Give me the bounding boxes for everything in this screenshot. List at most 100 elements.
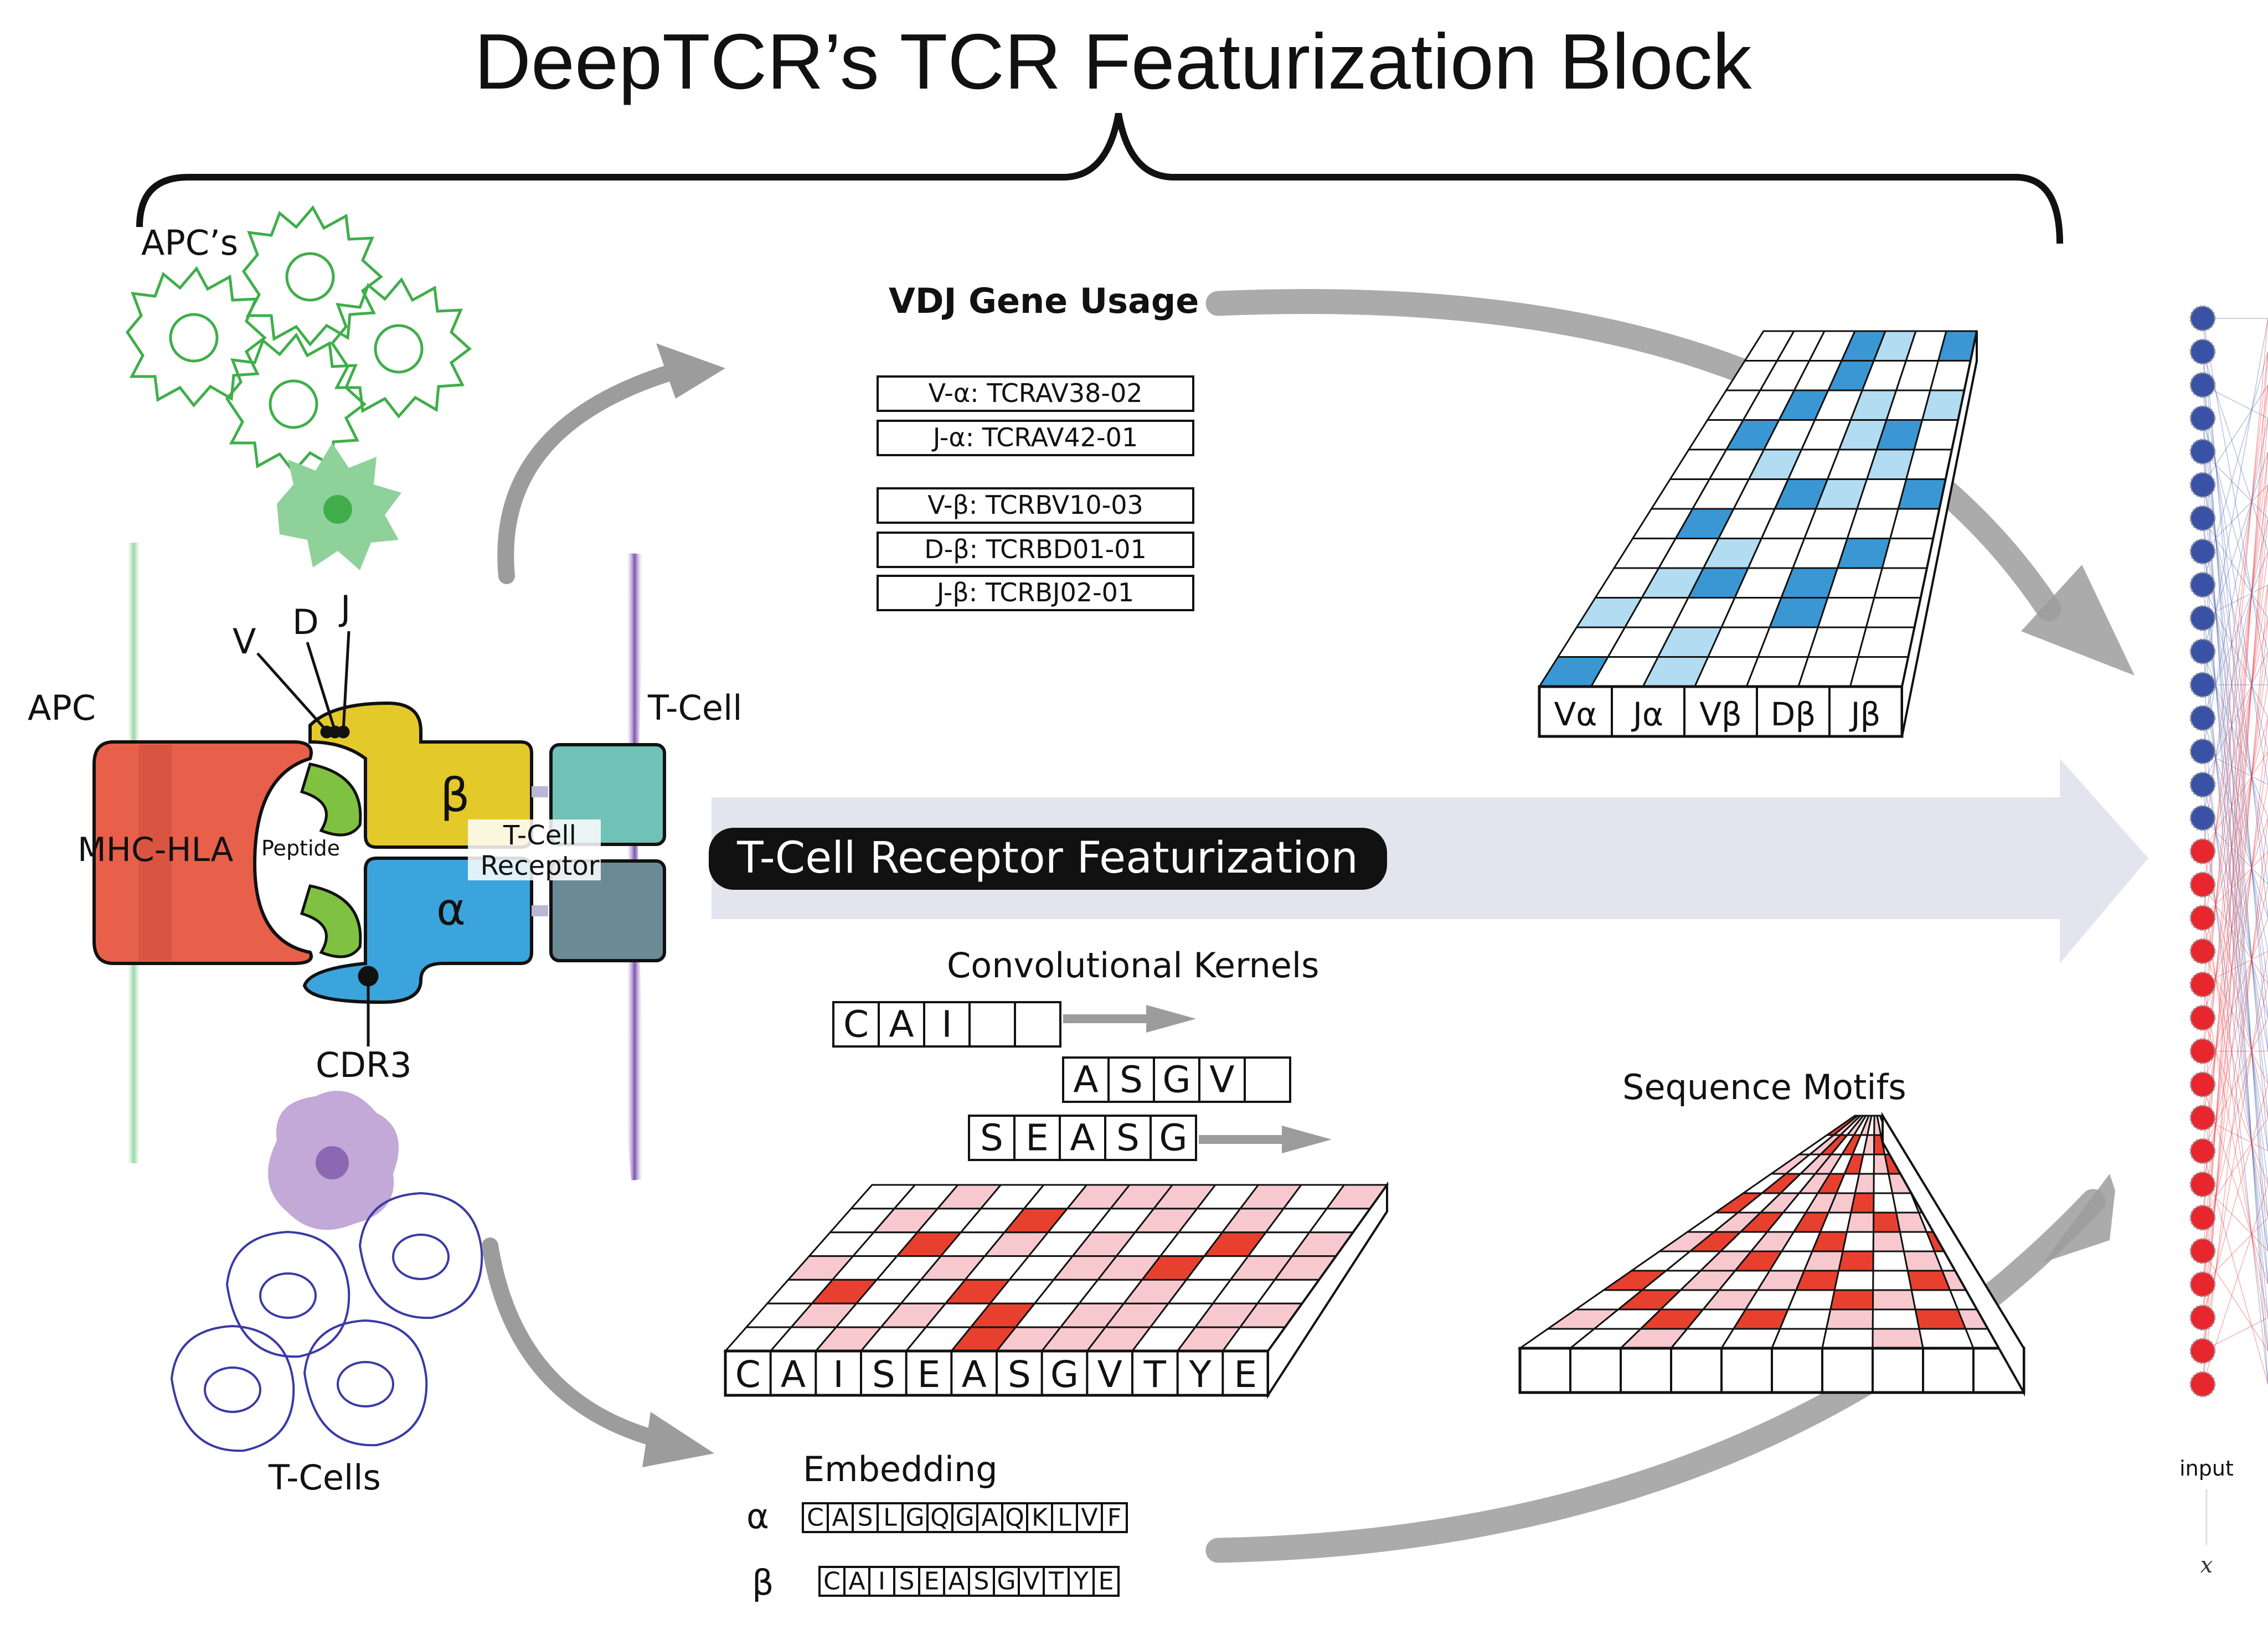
network-node xyxy=(2189,472,2216,498)
network-edge xyxy=(2202,451,2268,1385)
gene-text: J-β: TCRBJ02-01 xyxy=(935,577,1134,607)
sequence-cell xyxy=(832,1001,880,1048)
network-edge xyxy=(2202,1184,2268,1251)
network-edge xyxy=(2202,850,2268,919)
grid-cell xyxy=(1797,656,1859,688)
network-node xyxy=(2189,405,2216,431)
network-edge xyxy=(2202,384,2268,486)
grid-cell xyxy=(1817,597,1875,628)
sequence-cell xyxy=(852,1502,879,1533)
vdj-column-label: Jβ xyxy=(1849,695,1880,733)
conv-sequence-letter: Y xyxy=(1188,1353,1212,1396)
banner-pill xyxy=(709,828,1387,890)
apc-label: APC xyxy=(28,688,96,728)
gene-box xyxy=(877,487,1194,524)
sequence-letter: A xyxy=(1073,1058,1098,1101)
tcr-alpha-chain xyxy=(302,857,533,1004)
tcr-label-bg xyxy=(468,819,601,880)
sequence-cell xyxy=(1062,1056,1110,1103)
network-node xyxy=(2189,571,2216,598)
network-node xyxy=(2189,872,2216,898)
grid-cell xyxy=(1872,1270,1913,1291)
sequence-cell xyxy=(1244,1056,1291,1103)
vdj-title: VDJ Gene Usage xyxy=(889,281,1199,321)
grid-cell xyxy=(1872,1328,1924,1349)
tcell-label: T-Cell xyxy=(647,688,742,728)
sequence-letter: C xyxy=(843,1003,869,1045)
network-edge xyxy=(2202,551,2268,1085)
sequence-letter: G xyxy=(905,1504,924,1532)
vdj-column-label: Dβ xyxy=(1771,695,1816,733)
network-edge xyxy=(2202,651,2268,1185)
sequence-letter: L xyxy=(1058,1504,1071,1532)
diagram-title: DeepTCR’s TCR Featurization Block xyxy=(474,18,1752,106)
vdj-pointers xyxy=(256,631,379,1046)
conv-sequence-letter: I xyxy=(833,1353,843,1396)
sequence-cell xyxy=(1013,1115,1061,1161)
network-edge xyxy=(2202,618,2268,952)
network-edge xyxy=(2202,518,2268,818)
gene-text: J-α: TCRAV42-01 xyxy=(931,422,1138,452)
network-node xyxy=(2189,338,2216,365)
network-node xyxy=(2189,1171,2216,1198)
sequence-cell xyxy=(968,1001,1016,1048)
network-edge xyxy=(2202,352,2268,1285)
conv-sequence-letter: V xyxy=(1097,1353,1122,1396)
grid-cell xyxy=(1849,656,1910,688)
network-edge xyxy=(2202,785,2268,1118)
network-node xyxy=(2189,1237,2216,1264)
network-node xyxy=(2189,505,2216,532)
sequence-letter: G xyxy=(955,1504,974,1532)
network-edge xyxy=(2202,984,2268,1251)
sequence-cell xyxy=(1001,1502,1028,1533)
title-brace xyxy=(136,112,2063,244)
grid-cell xyxy=(1846,1211,1875,1233)
sequence-letter: G xyxy=(1162,1058,1190,1101)
mhc-hla xyxy=(92,740,313,965)
sequence-letter: A xyxy=(832,1504,848,1532)
network-node xyxy=(2189,538,2216,565)
network-edge xyxy=(2202,951,2268,1085)
network-edge xyxy=(2202,518,2268,985)
network-node xyxy=(2189,1138,2216,1164)
apc-cell-3 xyxy=(332,280,470,416)
sequence-cell xyxy=(843,1566,870,1597)
network-edge xyxy=(2202,385,2268,852)
grid-cell xyxy=(1825,1308,1874,1330)
network-node xyxy=(2189,938,2216,965)
network-edge xyxy=(2202,1117,2268,1218)
gene-text: V-β: TCRBV10-03 xyxy=(927,490,1143,520)
grid-cell xyxy=(1865,597,1922,628)
input-label: input xyxy=(2179,1456,2234,1481)
arrow-vdj-to-net xyxy=(1205,288,2061,622)
j-label: J xyxy=(338,588,350,628)
sequence-cell xyxy=(901,1502,929,1533)
sequence-letter: S xyxy=(858,1504,873,1532)
motif-title: Sequence Motifs xyxy=(1622,1067,1906,1107)
alpha-label: α xyxy=(436,884,466,935)
grid-cell xyxy=(1872,1231,1905,1252)
sequence-letter: I xyxy=(941,1003,952,1045)
network-edge xyxy=(2202,851,2268,1118)
apc-cells xyxy=(125,208,470,472)
arrow-to-embedding xyxy=(482,1237,667,1448)
input-x-label: x xyxy=(2200,1553,2213,1578)
sequence-cell xyxy=(918,1566,945,1597)
network-node xyxy=(2189,1304,2216,1331)
sequence-letter: V xyxy=(1209,1058,1234,1101)
grid-cell xyxy=(1842,1231,1875,1252)
gene-row: V-β: TCRBV10-03 xyxy=(877,487,1194,524)
gene-box xyxy=(877,532,1194,568)
network-node xyxy=(2189,1204,2216,1231)
conv-sequence-letter: A xyxy=(962,1353,987,1396)
sequence-letter: E xyxy=(924,1567,940,1596)
network-edge xyxy=(2202,618,2268,885)
gene-row: J-β: TCRBJ02-01 xyxy=(877,575,1194,611)
apcs-label: APC’s xyxy=(141,223,238,263)
